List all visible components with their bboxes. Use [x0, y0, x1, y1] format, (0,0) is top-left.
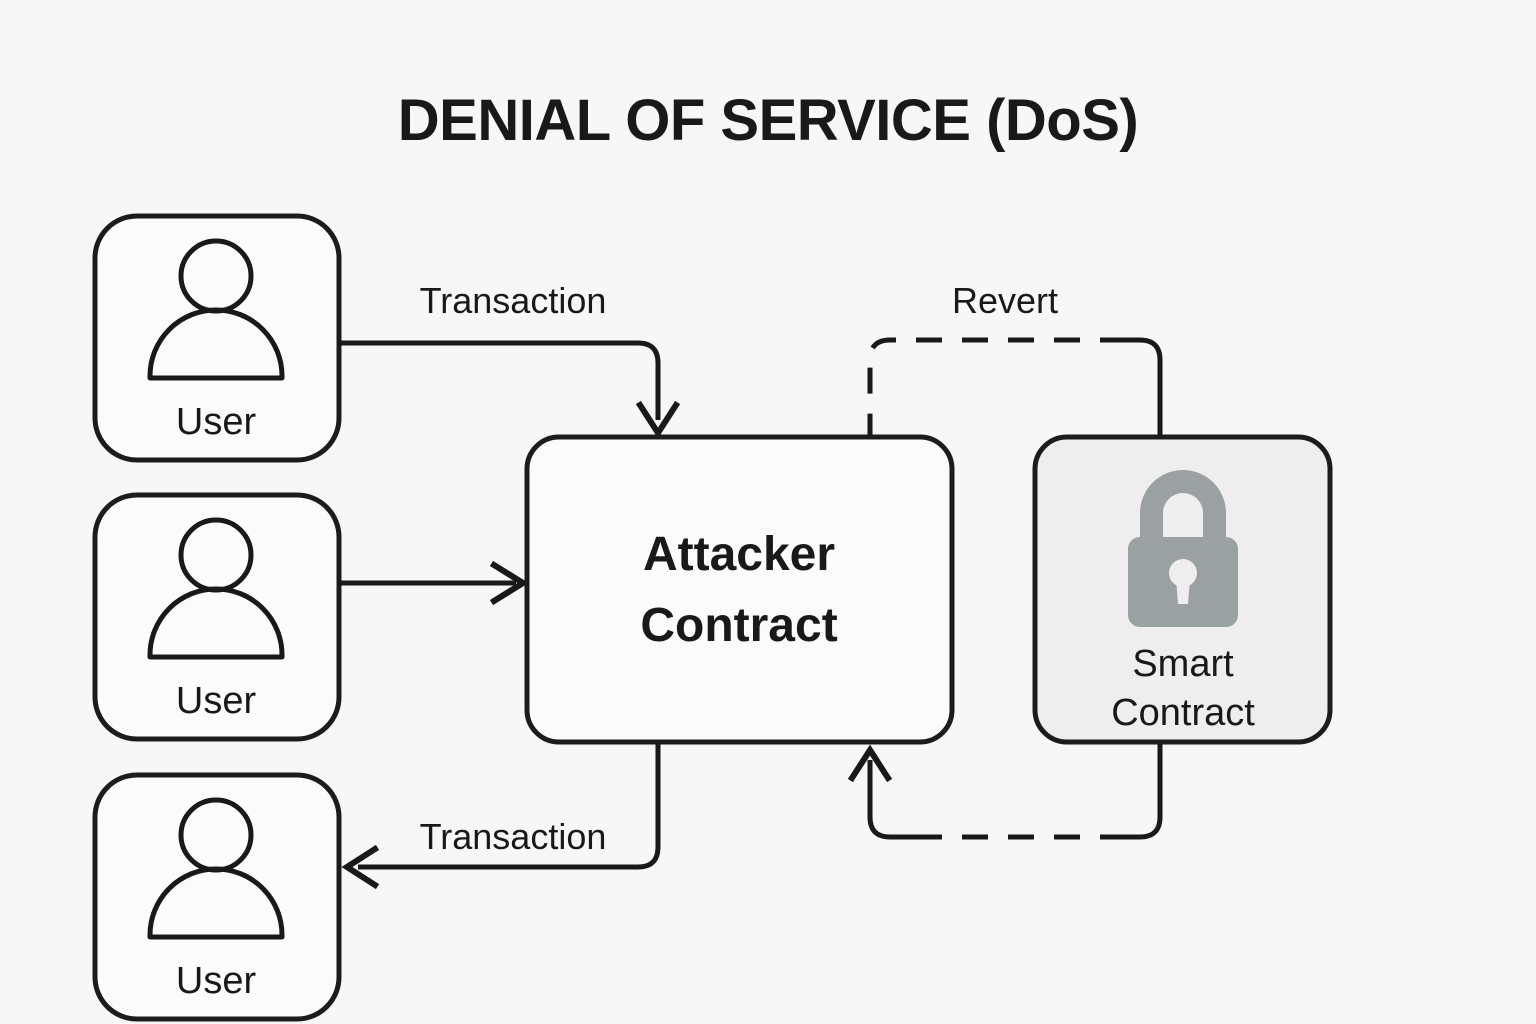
edge-transaction-out: Transaction [341, 742, 661, 890]
transaction-out-label: Transaction [420, 816, 607, 857]
edge-revert-top: Revert [867, 280, 1163, 437]
smart-contract-label-line1: Smart [1132, 643, 1234, 685]
lock-icon [1128, 470, 1238, 627]
node-user-middle[interactable]: User [92, 492, 342, 742]
transaction-in-line [339, 340, 661, 420]
arrow-head-up-icon [847, 744, 893, 783]
edge-transaction-in: Transaction [339, 280, 681, 439]
revert-bottom-solid-right [1120, 742, 1163, 840]
user-top-label: User [176, 401, 257, 443]
node-attacker-contract[interactable]: Attacker Contract [524, 434, 955, 745]
edge-transaction-mid [339, 560, 529, 606]
user-top-box [92, 213, 342, 463]
attacker-contract-label-line2: Contract [640, 599, 837, 652]
edge-revert-bottom [847, 742, 1163, 840]
transaction-in-label: Transaction [420, 280, 607, 321]
node-user-bottom[interactable]: User [92, 772, 342, 1022]
user-icon [147, 238, 285, 381]
smart-contract-label-line2: Contract [1111, 692, 1255, 734]
user-bottom-label: User [176, 960, 257, 1002]
attacker-contract-label-line1: Attacker [643, 528, 835, 581]
revert-bottom-solid-left [867, 760, 916, 840]
arrow-head-down-icon [635, 400, 681, 439]
node-user-top[interactable]: User [92, 213, 342, 463]
page-title: DENIAL OF SERVICE (DoS) [398, 88, 1138, 153]
node-smart-contract[interactable]: Smart Contract [1032, 434, 1333, 745]
revert-label: Revert [952, 280, 1058, 321]
arrow-head-left-icon [341, 844, 380, 890]
attacker-contract-box [524, 434, 955, 745]
user-bottom-box [92, 772, 342, 1022]
user-middle-label: User [176, 680, 257, 722]
arrow-head-right-icon [489, 560, 529, 606]
revert-top-solid-right [1120, 337, 1163, 437]
user-icon [147, 517, 285, 660]
user-middle-box [92, 492, 342, 742]
revert-top-dashed-line [867, 337, 1126, 437]
user-icon [147, 797, 285, 940]
transaction-out-line [358, 742, 661, 870]
